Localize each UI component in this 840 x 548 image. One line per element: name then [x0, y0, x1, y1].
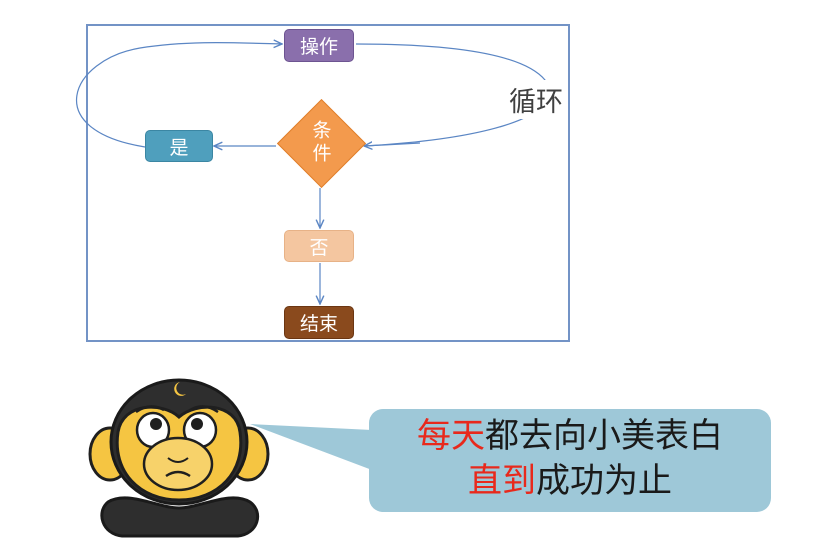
loop-label: 循环: [508, 80, 564, 119]
node-yes: 是: [145, 130, 213, 162]
loop-arrow-to-condition: [364, 143, 421, 146]
node-end: 结束: [284, 306, 354, 339]
speech-bubble: [369, 409, 771, 512]
flowchart-frame: [86, 24, 570, 342]
speech-text-2: 成功为止: [536, 461, 672, 501]
crescent-moon-icon: [174, 382, 186, 396]
speech-bubble-text: 每天都去向小美表白 直到成功为止: [369, 414, 771, 504]
monkey-mascot-icon: [88, 378, 270, 538]
node-no: 否: [284, 230, 354, 262]
speech-highlight-1: 每天: [417, 416, 485, 456]
speech-text-1: 都去向小美表白: [485, 416, 723, 456]
node-condition-label: 条件: [309, 120, 332, 166]
node-operation: 操作: [284, 29, 354, 62]
speech-line-1: 每天都去向小美表白: [369, 414, 771, 459]
speech-highlight-2: 直到: [468, 461, 536, 501]
speech-line-2: 直到成功为止: [369, 459, 771, 504]
loop-connector-left: [76, 43, 282, 148]
